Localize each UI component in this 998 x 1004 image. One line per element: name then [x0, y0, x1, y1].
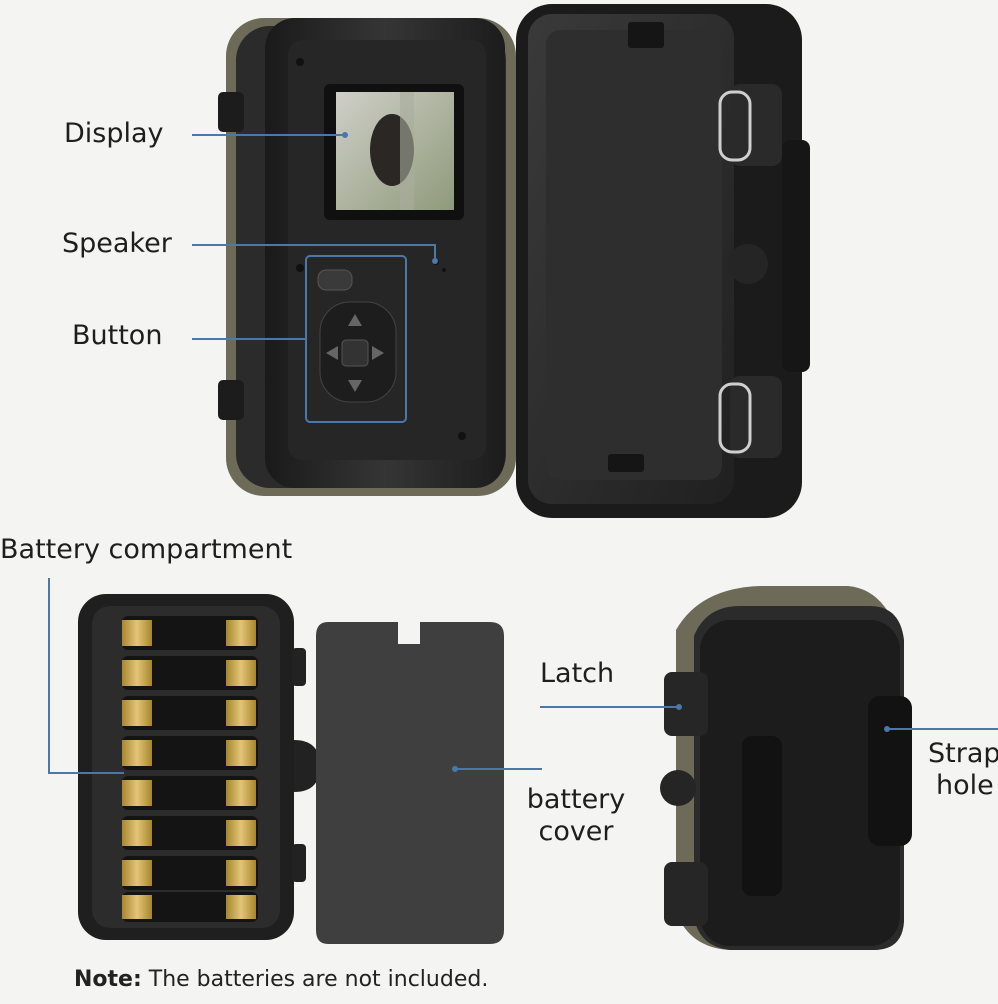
battery-compartment-label: Battery compartment	[0, 534, 293, 565]
battery-cover-leader-line	[456, 768, 542, 770]
latch-leader-line	[540, 706, 678, 708]
note-text: The batteries are not included.	[148, 967, 489, 992]
strap-hole-label-line1: Strap	[928, 738, 998, 769]
battery-row-1	[122, 616, 258, 650]
display-leader-line	[192, 134, 344, 136]
battery-cover	[316, 622, 504, 944]
battery-row-6	[122, 816, 258, 850]
battery-cover-label-line1: battery	[526, 784, 626, 815]
battery-row-2	[122, 656, 258, 690]
closed-camera	[660, 586, 912, 950]
speaker-label: Speaker	[62, 228, 172, 259]
battery-compartment-leader-foot	[48, 772, 124, 774]
battery-cover-leader-dot	[452, 766, 458, 772]
note-prefix: Note:	[74, 967, 142, 992]
battery-compartment-leader-line	[48, 578, 50, 774]
battery-cover-label-line2: cover	[538, 816, 614, 847]
speaker-leader-dot	[432, 258, 438, 264]
battery-row-7	[122, 856, 258, 890]
speaker-leader-line	[192, 244, 436, 246]
open-lid	[516, 4, 810, 518]
battery-row-3	[122, 696, 258, 730]
strap-hole-leader-dot	[884, 726, 890, 732]
display-leader-dot	[342, 132, 348, 138]
display-label: Display	[64, 118, 164, 149]
battery-row-8	[122, 892, 258, 922]
batteries-note: Note: The batteries are not included.	[74, 966, 488, 994]
strap-hole-leader-line	[888, 728, 998, 730]
battery-row-4	[122, 736, 258, 770]
button-panel	[305, 255, 407, 423]
speaker-leader-drop	[434, 244, 436, 262]
latch-label: Latch	[540, 658, 615, 689]
strap-hole-label-line2: hole	[936, 770, 994, 801]
button-label: Button	[72, 320, 163, 351]
battery-row-5	[122, 776, 258, 810]
button-leader-line	[192, 338, 306, 340]
display-screen	[324, 84, 464, 220]
latch-leader-dot	[676, 704, 682, 710]
